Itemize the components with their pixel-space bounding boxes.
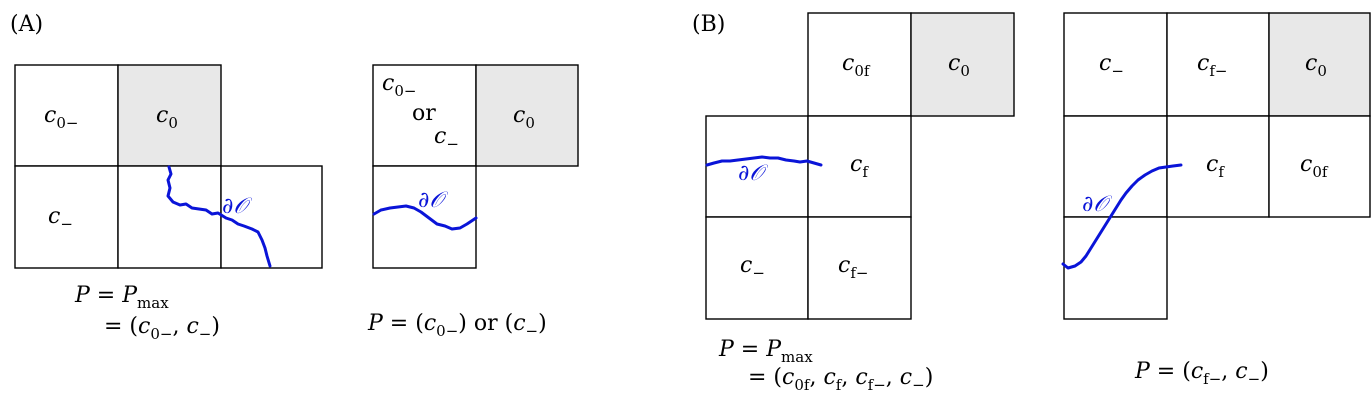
diagram-a2: c0− or c− c0 ∂𝒪 P = (c0−) or (c−) xyxy=(367,64,579,340)
cell-empty xyxy=(372,165,477,269)
label-c0: c0 xyxy=(1305,51,1327,80)
label-cminus: c− xyxy=(434,124,459,153)
boundary-curve xyxy=(705,155,823,167)
diagram-a1: c0− c0 c− ∂𝒪 P = Pmax = (c0−, c−) xyxy=(14,64,323,343)
cell-c0 xyxy=(910,12,1015,117)
label-c0f: c0f xyxy=(842,51,871,80)
label-cminus: c− xyxy=(1099,51,1124,80)
diagram-b1: c0f c0 cf c− cf− ∂𝒪 P = Pmax = (c0f, cf,… xyxy=(705,12,1015,394)
label-cf: cf xyxy=(850,152,869,181)
boundary-curve xyxy=(166,165,272,268)
label-cfminus: cf− xyxy=(838,253,868,282)
cell-cminus xyxy=(1063,12,1168,117)
label-cfminus: cf− xyxy=(1197,51,1227,80)
cell-empty xyxy=(1063,216,1168,320)
diagram-b2: c− cf− c0 cf c0f ∂𝒪 P = (cf−, c−) xyxy=(1061,12,1371,388)
label-cminus: c− xyxy=(740,253,765,282)
label-c0: c0 xyxy=(948,51,970,80)
panel-label-b: (B) xyxy=(692,12,725,37)
panel-label-a: (A) xyxy=(10,12,43,37)
cell-cf xyxy=(1166,115,1270,218)
label-cminus: c− xyxy=(48,204,73,233)
boundary-curve xyxy=(1061,163,1183,270)
caption-b1-line1: P = Pmax xyxy=(718,337,813,366)
label-c0: c0 xyxy=(513,103,535,132)
cell-cminus xyxy=(14,165,119,269)
cell-empty xyxy=(705,115,809,218)
caption-b1-line2: = (c0f, cf, cf−, c−) xyxy=(748,365,933,394)
caption-a2: P = (c0−) or (c−) xyxy=(367,311,547,340)
cell-c0 xyxy=(117,64,222,167)
label-c0f: c0f xyxy=(1300,152,1329,181)
label-c0minus: c0− xyxy=(44,103,78,132)
cell-empty xyxy=(220,165,323,269)
caption-a1-line1: P = Pmax xyxy=(74,283,169,312)
boundary-curve xyxy=(372,204,478,231)
cell-c0f xyxy=(1268,115,1371,218)
caption-a1-line2: = (c0−, c−) xyxy=(104,314,220,343)
cell-c0minus-or-cminus xyxy=(372,64,477,167)
caption-b2: P = (cf−, c−) xyxy=(1134,359,1269,388)
cell-empty xyxy=(1063,115,1168,218)
cell-c0 xyxy=(475,64,579,167)
label-cf: cf xyxy=(1206,152,1225,181)
cell-cfminus xyxy=(807,216,912,320)
cell-c0minus xyxy=(14,64,119,167)
label-c0minus: c0− xyxy=(382,71,416,100)
cell-c0f xyxy=(807,12,912,117)
label-c0: c0 xyxy=(156,103,178,132)
cell-cf xyxy=(807,115,912,218)
label-or: or xyxy=(412,101,436,126)
